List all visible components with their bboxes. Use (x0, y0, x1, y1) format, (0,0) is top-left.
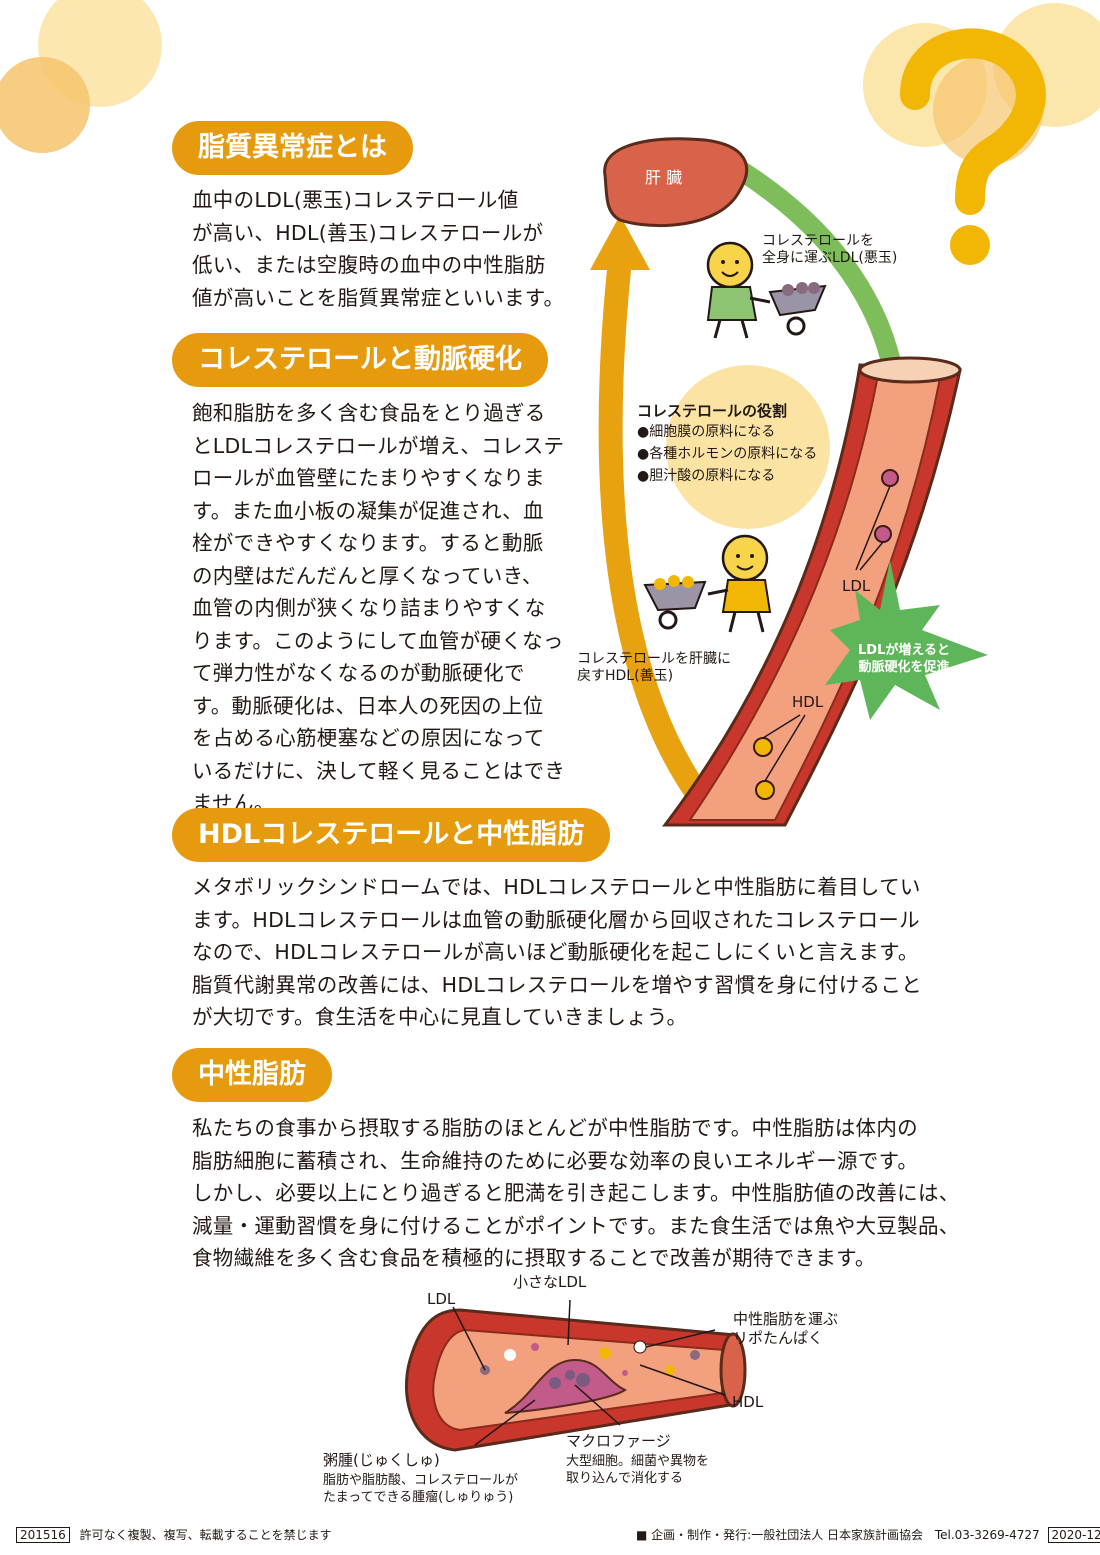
text-line: とLDLコレステロールが増え、コレステ (192, 433, 565, 458)
text-line: 食物繊維を多く含む食品を積極的に摂取することで改善が期待できます。 (192, 1246, 876, 1270)
triglyceride-text: 私たちの食事から摂取する脂肪のほとんどが中性脂肪です。中性脂肪は体内の 脂肪細胞… (192, 1112, 960, 1275)
text-line: コレステロールを (762, 233, 874, 249)
arteriosclerosis-text: 飽和脂肪を多く含む食品をとり過ぎる とLDLコレステロールが増え、コレステ ロー… (192, 397, 565, 820)
heading-arteriosclerosis: コレステロールと動脈硬化 (172, 333, 548, 387)
d2-small-ldl-label: 小さなLDL (513, 1273, 587, 1291)
doc-code: 201516 (16, 1527, 70, 1543)
role-item: ●胆汁酸の原料になる (637, 468, 776, 484)
burst-shape (825, 560, 988, 720)
text-line: 脂肪細胞に蓄積され、生命維持のために必要な効率の良いエネルギー源です。 (192, 1148, 919, 1173)
issue-date: 2020-12 (1047, 1527, 1100, 1543)
footer-right: ■ 企画・制作・発行:一般社団法人 日本家族計画協会 Tel.03-3269-4… (636, 1526, 1100, 1543)
publisher: ■ 企画・制作・発行:一般社団法人 日本家族計画協会 (636, 1528, 924, 1542)
roles-title: コレステロールの役割 (637, 402, 788, 420)
text-line: リポたんぱく (733, 1329, 824, 1347)
hdl-label: HDL (792, 693, 824, 711)
ldl-person-icon (706, 241, 827, 339)
copyright-notice: 許可なく複製、複写、転載することを禁じます (79, 1528, 332, 1542)
heading-dyslipidemia: 脂質異常症とは (172, 121, 413, 175)
hdl-carrier-label: コレステロールを肝臓に 戻すHDL(善玉) (577, 651, 731, 685)
heading-hdl: HDLコレステロールと中性脂肪 (172, 808, 611, 862)
ldl-carrier-label: コレステロールを 全身に運ぶLDL(悪玉) (762, 233, 897, 267)
d2-macrophage-desc: 大型細胞。細菌や異物を 取り込んで消化する (566, 1453, 709, 1487)
text-line: ります。このようにして血管が硬くなっ (192, 628, 564, 653)
ldl-label: LDL (842, 577, 871, 595)
text-line: 取り込んで消化する (566, 1471, 684, 1486)
text-line: たまってできる腫瘤(しゅりゅう) (323, 1490, 514, 1505)
text-line: が大切です。食生活を中心に見直していきましょう。 (192, 1005, 688, 1029)
text-line: 大型細胞。細菌や異物を (566, 1454, 710, 1469)
liver-shape (603, 137, 749, 228)
text-line: 血中のLDL(悪玉)コレステロール値 (192, 188, 519, 212)
cholesterol-cycle-diagram (590, 137, 988, 827)
role-item: ●細胞膜の原料になる (637, 424, 776, 440)
text-line: す。動脈硬化は、日本人の死因の上位 (192, 693, 544, 718)
role-item: ●各種ホルモンの原料になる (637, 446, 818, 462)
text-line: の内壁はだんだんと厚くなっていき、 (192, 563, 543, 588)
question-mark-icon (863, 3, 1100, 265)
hdl-person-icon (643, 534, 772, 633)
roles-box: コレステロールの役割 ●細胞膜の原料になる ●各種ホルモンの原料になる ●胆汁酸… (637, 400, 817, 487)
text-line: 動脈硬化を促進 (858, 660, 950, 675)
text-line: 飽和脂肪を多く含む食品をとり過ぎる (192, 401, 546, 425)
liver-label: 肝 臓 (645, 168, 683, 187)
hdl-text: メタボリックシンドロームでは、HDLコレステロールと中性脂肪に着目してい ます。… (192, 871, 922, 1034)
d2-atheroma-label: 粥腫(じゅくしゅ) (323, 1451, 440, 1469)
d2-macrophage-label: マクロファージ (566, 1432, 671, 1450)
text-line: いるだけに、決して軽く見ることはでき (192, 758, 566, 783)
text-line: 私たちの食事から摂取する脂肪のほとんどが中性脂肪です。中性脂肪は体内の (192, 1116, 918, 1140)
text-line: メタボリックシンドロームでは、HDLコレステロールと中性脂肪に着目してい (192, 875, 921, 899)
text-line: 戻すHDL(善玉) (577, 668, 674, 684)
dyslipidemia-text: 血中のLDL(悪玉)コレステロール値 が高い、HDL(善玉)コレステロールが 低… (192, 184, 564, 314)
decor-circles-left (0, 0, 162, 153)
text-line: を占める心筋梗塞などの原因になって (192, 726, 545, 750)
roles-bubble (666, 365, 830, 529)
text-line: 低い、または空腹時の血中の中性脂肪 (192, 253, 546, 277)
text-line: なので、HDLコレステロールが高いほど動脈硬化を起こしにくいと言えます。 (192, 940, 919, 964)
text-line: コレステロールを肝臓に (577, 651, 731, 667)
text-line: 脂質代謝異常の改善には、HDLコレステロールを増やす習慣を身に付けること (192, 972, 922, 997)
burst-label: LDLが増えると 動脈硬化を促進 (858, 642, 950, 676)
text-line: 中性脂肪を運ぶ (733, 1310, 839, 1328)
text-line: ます。HDLコレステロールは血管の動脈硬化層から回収されたコレステロール (192, 907, 920, 932)
text-line: 脂肪や脂肪酸、コレステロールが (323, 1473, 519, 1488)
text-line: 血管の内側が狭くなり詰まりやすくな (192, 596, 546, 620)
d2-lipoprotein-label: 中性脂肪を運ぶ リポたんぱく (733, 1310, 838, 1348)
text-line: 減量・運動習慣を身に付けることがポイントです。また食生活では魚や大豆製品、 (192, 1213, 960, 1238)
text-line: 全身に運ぶLDL(悪玉) (762, 250, 898, 266)
text-line: しかし、必要以上にとり過ぎると肥満を引き起こします。中性脂肪値の改善には、 (192, 1181, 960, 1205)
text-line: が高い、HDL(善玉)コレステロールが (192, 220, 544, 245)
heading-triglyceride: 中性脂肪 (172, 1048, 332, 1102)
text-line: 栓ができやすくなります。すると動脈 (192, 531, 544, 555)
d2-atheroma-desc: 脂肪や脂肪酸、コレステロールが たまってできる腫瘤(しゅりゅう) (323, 1472, 518, 1506)
text-line: て弾力性がなくなるのが動脈硬化で (192, 661, 525, 685)
telephone: Tel.03-3269-4727 (934, 1528, 1040, 1542)
text-line: 値が高いことを脂質異常症といいます。 (192, 285, 565, 310)
text-line: す。また血小板の凝集が促進され、血 (192, 498, 544, 523)
d2-hdl-label: HDL (732, 1393, 764, 1411)
text-line: LDLが増えると (858, 643, 950, 658)
d2-ldl-label: LDL (427, 1290, 456, 1308)
artery-cross-section-diagram (404, 1299, 747, 1452)
footer-left: 201516 許可なく複製、複写、転載することを禁じます (16, 1526, 332, 1543)
text-line: ロールが血管壁にたまりやすくなりま (192, 466, 545, 490)
